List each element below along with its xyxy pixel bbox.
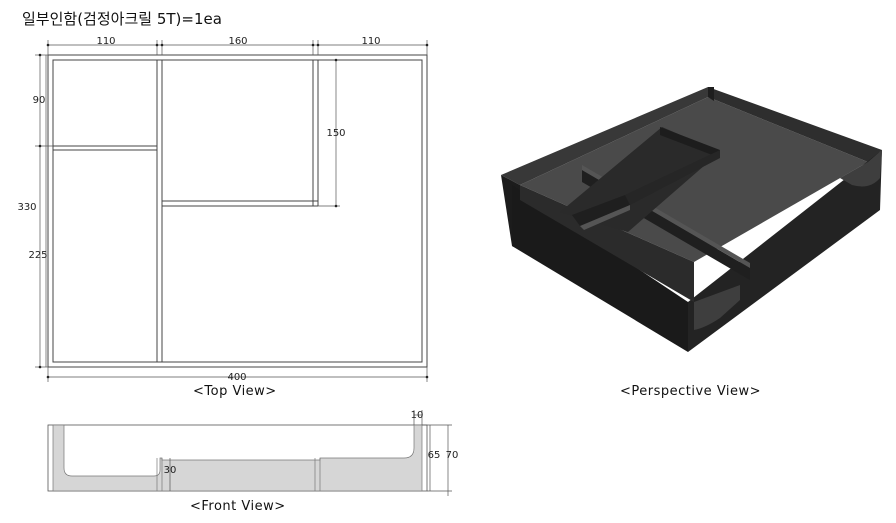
dim-w1: 110 <box>96 36 115 47</box>
front-dimensions <box>169 410 452 496</box>
drawing-title: 일부인함(검정아크릴 5T)=1ea <box>22 10 222 28</box>
caption-top-view: <Top View> <box>193 384 277 399</box>
outer-wall-outline <box>47 54 428 368</box>
dim-h-total: 330 <box>17 202 36 213</box>
top-dim-dots <box>38 43 429 379</box>
front-body <box>52 424 423 492</box>
dim-h2: 225 <box>28 250 47 261</box>
caption-perspective-view: <Perspective View> <box>620 384 762 399</box>
dim-w2: 160 <box>228 36 247 47</box>
dim-h-inner: 65 <box>428 450 441 461</box>
caption-front-view: <Front View> <box>190 499 286 514</box>
dim-total-w: 400 <box>227 372 246 383</box>
perspective-view <box>501 87 882 352</box>
front-view <box>47 424 428 492</box>
top-view <box>47 54 428 368</box>
dim-h-total-front: 70 <box>446 450 459 461</box>
dim-h-partition: 30 <box>164 465 177 476</box>
inner-wall-outline <box>52 59 423 363</box>
dim-h-right: 150 <box>326 128 345 139</box>
dim-h1: 90 <box>33 95 46 106</box>
top-dimensions <box>35 40 428 382</box>
dim-w3: 110 <box>361 36 380 47</box>
dim-thick: 10 <box>411 410 424 421</box>
